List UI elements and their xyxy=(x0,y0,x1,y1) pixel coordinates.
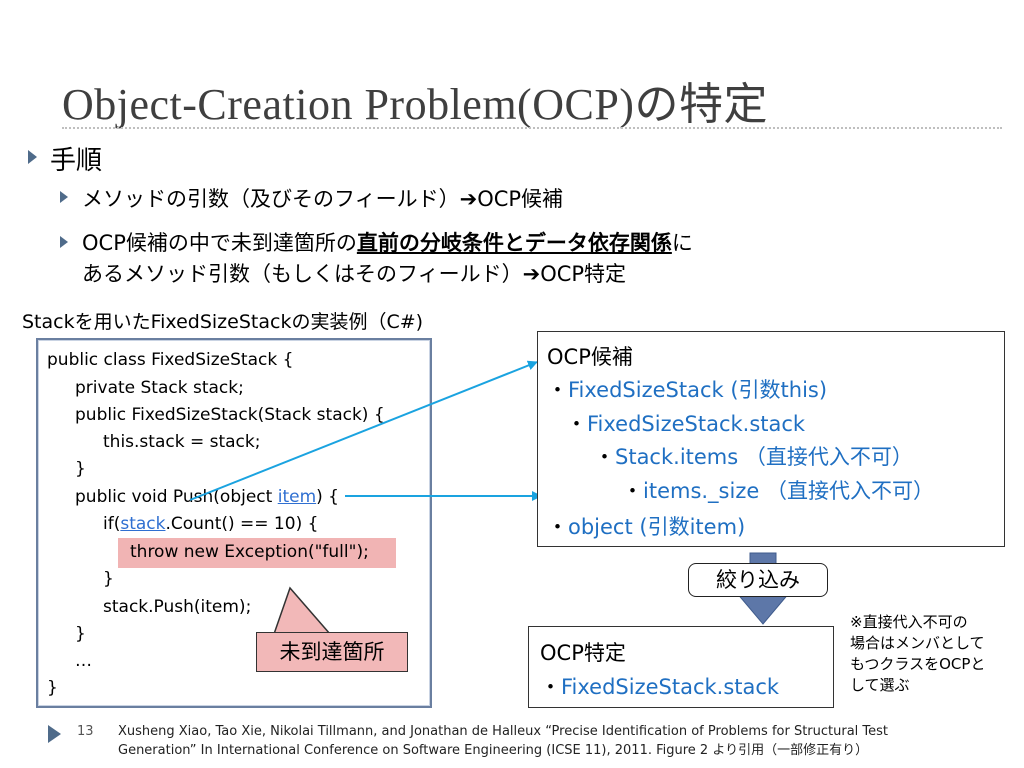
citation-line: Xusheng Xiao, Tao Xie, Nikolai Tillmann,… xyxy=(118,724,889,739)
note-line: ※直接代入不可の xyxy=(850,613,968,631)
code-line: stack.Push(item); xyxy=(103,597,252,617)
code-line: } xyxy=(103,569,114,589)
candidate-text: object (引数item) xyxy=(568,515,746,539)
bullet-dot: ・ xyxy=(594,445,615,469)
bullet-dot: ・ xyxy=(622,479,643,503)
callout-pointer xyxy=(272,586,332,635)
code-line: public FixedSizeStack(Stack stack) { xyxy=(75,405,385,425)
ocp-candidates-header: OCP候補 xyxy=(547,345,633,369)
bullet-text: メソッドの引数（及びそのフィールド） xyxy=(82,187,460,211)
code-text: ) { xyxy=(316,487,339,507)
ocp-result-header: OCP特定 xyxy=(540,641,626,665)
bullet-dot: ・ xyxy=(547,378,568,402)
code-line: … xyxy=(75,651,92,671)
arrow-stack-to-candidate xyxy=(189,360,538,501)
bullet-ocp-identify-line2: あるメソッド引数（もしくはそのフィールド）➔OCP特定 xyxy=(82,258,626,288)
bullet-dot: ・ xyxy=(540,675,561,699)
bullet-text: に xyxy=(671,231,693,255)
code-item-link[interactable]: item xyxy=(277,487,317,507)
code-line: } xyxy=(75,624,86,644)
bullet-text: あるメソッド引数（もしくはそのフィールド） xyxy=(82,262,523,286)
bullet-text: OCP候補の中で未到達箇所の xyxy=(82,231,357,255)
code-text: public void Push(object xyxy=(75,487,278,507)
unreached-callout-label: 未到達箇所 xyxy=(256,632,408,672)
candidate-text: items._size （直接代入不可） xyxy=(643,479,934,503)
candidate-item: ・FixedSizeStack (引数this) xyxy=(547,374,827,404)
candidate-item: ・FixedSizeStack.stack xyxy=(566,408,805,438)
candidate-item: ・object (引数item) xyxy=(547,511,745,541)
candidate-text: FixedSizeStack (引数this) xyxy=(568,378,828,402)
candidate-text: FixedSizeStack.stack xyxy=(587,412,806,436)
result-item: ・FixedSizeStack.stack xyxy=(540,671,779,701)
bullet-steps: 手順 xyxy=(50,146,103,176)
ocp-result-box xyxy=(528,626,834,708)
bullet-text: OCP特定 xyxy=(540,262,627,286)
example-caption: Stackを用いたFixedSizeStackの実装例（C#) xyxy=(22,311,424,333)
bullet-triangle-icon xyxy=(28,150,37,164)
footer-triangle-icon xyxy=(48,725,61,743)
candidate-item: ・Stack.items （直接代入不可） xyxy=(594,441,913,471)
candidate-text: Stack.items （直接代入不可） xyxy=(615,445,913,469)
note-line: 場合はメンバとして xyxy=(850,634,985,652)
result-text: FixedSizeStack.stack xyxy=(561,675,780,699)
right-arrow-icon: ➔ xyxy=(522,262,541,286)
unreached-highlight xyxy=(118,538,396,568)
code-line: public class FixedSizeStack { xyxy=(47,350,294,370)
page-number: 13 xyxy=(77,724,94,739)
note-line: もつクラスをOCPと xyxy=(850,655,986,673)
ocp-candidates-box xyxy=(537,331,1005,547)
code-line: this.stack = stack; xyxy=(103,432,261,452)
title-divider xyxy=(62,127,1002,129)
citation: Xusheng Xiao, Tao Xie, Nikolai Tillmann,… xyxy=(118,722,888,760)
bullet-dot: ・ xyxy=(547,515,568,539)
code-line-push: public void Push(object item) { xyxy=(75,487,339,507)
code-line-if: if(stack.Count() == 10) { xyxy=(103,514,318,534)
citation-line: Generation” In International Conference … xyxy=(118,743,869,758)
bullet-triangle-icon xyxy=(60,191,68,203)
slide-title: Object-Creation Problem(OCP)の特定 xyxy=(62,80,768,129)
right-arrow-icon: ➔ xyxy=(459,187,478,211)
code-line: } xyxy=(75,459,86,479)
side-note: ※直接代入不可の 場合はメンバとして もつクラスをOCPと して選ぶ xyxy=(850,612,985,696)
bullet-dot: ・ xyxy=(566,412,587,436)
note-line: して選ぶ xyxy=(850,676,910,694)
bullet-method-args: メソッドの引数（及びそのフィールド）➔OCP候補 xyxy=(82,183,563,213)
code-line-throw: throw new Exception("full"); xyxy=(130,542,369,562)
narrow-down-label: 絞り込み xyxy=(688,563,828,597)
emphasized-text: 直前の分岐条件とデータ依存関係 xyxy=(356,231,672,255)
candidate-item: ・items._size （直接代入不可） xyxy=(622,475,934,505)
code-line: } xyxy=(47,678,58,698)
code-stack-link[interactable]: stack xyxy=(120,514,166,534)
bullet-text: OCP候補 xyxy=(477,187,564,211)
bullet-ocp-identify-line1: OCP候補の中で未到達箇所の直前の分岐条件とデータ依存関係に xyxy=(82,227,693,257)
code-text: if( xyxy=(103,514,121,534)
code-line: private Stack stack; xyxy=(75,378,244,398)
code-text: .Count() == 10) { xyxy=(165,514,319,534)
bullet-triangle-icon xyxy=(60,236,68,248)
